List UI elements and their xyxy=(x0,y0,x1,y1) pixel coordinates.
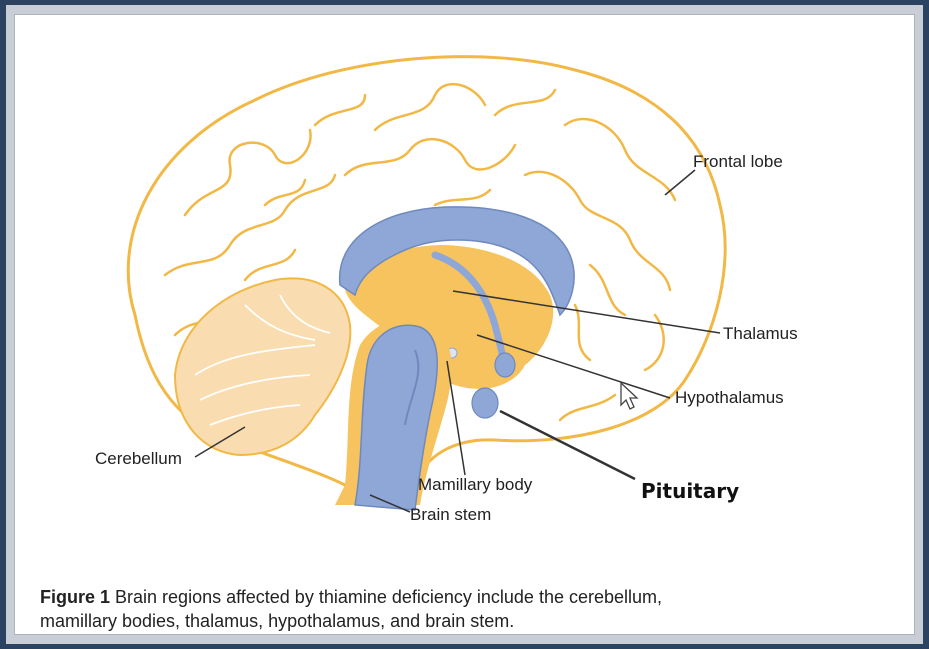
label-mamillary-body: Mamillary body xyxy=(418,475,533,494)
figure-caption: Figure 1 Brain regions affected by thiam… xyxy=(40,585,880,633)
label-pituitary: Pituitary xyxy=(641,479,739,503)
brain-diagram: Frontal lobe Thalamus Hypothalamus Cereb… xyxy=(15,15,916,575)
caption-figure-number: Figure 1 xyxy=(40,587,110,607)
label-brain-stem: Brain stem xyxy=(410,505,491,524)
caption-line-1: Brain regions affected by thiamine defic… xyxy=(115,587,662,607)
label-thalamus: Thalamus xyxy=(723,324,798,343)
pituitary-gland xyxy=(472,388,498,418)
figure-panel: Frontal lobe Thalamus Hypothalamus Cereb… xyxy=(14,14,915,635)
figure-frame: Frontal lobe Thalamus Hypothalamus Cereb… xyxy=(6,5,923,644)
label-frontal-lobe: Frontal lobe xyxy=(693,152,783,171)
hypothalamus-bulb xyxy=(495,353,515,377)
caption-line-2: mamillary bodies, thalamus, hypothalamus… xyxy=(40,611,514,631)
label-cerebellum: Cerebellum xyxy=(95,449,182,468)
label-hypothalamus: Hypothalamus xyxy=(675,388,784,407)
